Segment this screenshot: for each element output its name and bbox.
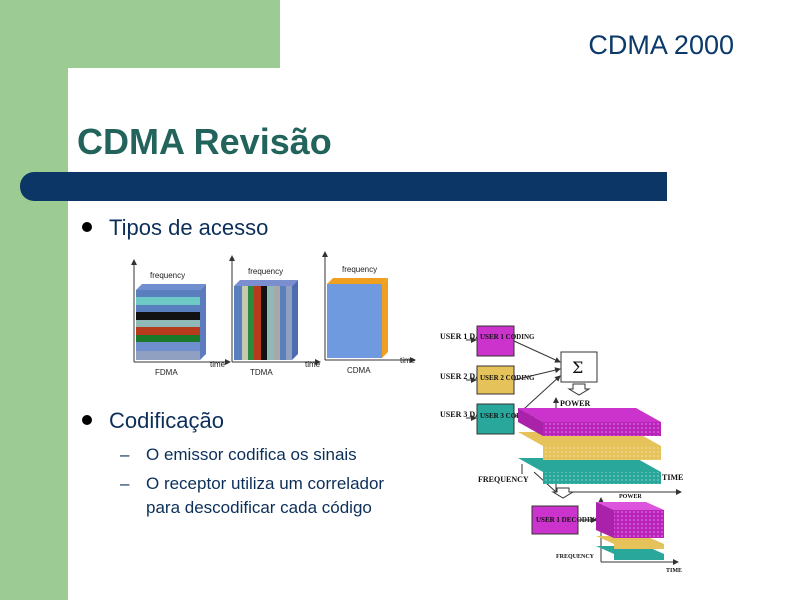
- slide-header: CDMA 2000: [588, 30, 734, 60]
- time-axis-label: time: [400, 356, 416, 365]
- access-types-diagram: frequency FDMA time frequency TDMA time: [131, 251, 416, 377]
- bullet-text: Codificação: [109, 408, 224, 433]
- bullet-text: Tipos de acesso: [109, 215, 269, 240]
- frequency-axis-label: frequency: [150, 271, 185, 280]
- bullet-dot: [82, 415, 92, 425]
- user-decoding-label: USER 1 DECODING: [536, 516, 601, 524]
- down-arrow: [551, 487, 575, 499]
- user-coding-box: [476, 403, 515, 435]
- title-bar: [20, 172, 667, 201]
- user-coding-label: USER 2 CODING: [480, 374, 535, 382]
- cdma-diagram: frequency CDMA time: [322, 251, 416, 375]
- left-green-band: [0, 0, 68, 600]
- sub-bullet-text: O receptor utiliza um correlador para de…: [146, 474, 385, 517]
- user-coding-box: [476, 325, 515, 357]
- content-corner: [68, 68, 148, 148]
- sub-bullet-item: – O receptor utiliza um correlador para …: [120, 472, 401, 520]
- bullet-item: Codificação: [82, 408, 224, 434]
- power-label: POWER: [619, 494, 642, 500]
- tdma-diagram: frequency TDMA time: [229, 255, 321, 377]
- sub-bullet-text: O emissor codifica os sinais: [146, 445, 357, 464]
- slide-title: CDMA Revisão: [77, 121, 332, 162]
- bullet-item: Tipos de acesso: [82, 215, 268, 241]
- cdma-coding-diagram: USER 1 DATA USER 2 DATA USER 3 DATA USER…: [440, 325, 683, 574]
- user-decoding-box: [531, 505, 579, 535]
- frequency-label: FREQUENCY: [478, 475, 529, 484]
- time-axis-label: time: [305, 360, 321, 369]
- sub-bullet-item: – O emissor codifica os sinais: [120, 443, 406, 467]
- frequency-axis-label: frequency: [248, 267, 283, 276]
- frequency-label: FREQUENCY: [556, 554, 595, 560]
- tdma-label: TDMA: [250, 368, 273, 377]
- bullet-dot: [82, 222, 92, 232]
- time-axis-label: time: [210, 360, 226, 369]
- top-green-band: [0, 0, 280, 68]
- down-arrow: [567, 383, 591, 396]
- fdma-label: FDMA: [155, 368, 178, 377]
- frequency-axis-label: frequency: [342, 265, 377, 274]
- sum-symbol: Σ: [572, 358, 583, 377]
- sub-bullet-dash: –: [120, 445, 130, 464]
- user-data-label: USER 1 DATA: [440, 332, 491, 341]
- user-coding-label: USER 3 CODING: [480, 412, 535, 420]
- power-label: POWER: [560, 399, 590, 408]
- fdma-diagram: frequency FDMA time: [131, 259, 231, 377]
- sub-bullet-dash: –: [120, 474, 130, 493]
- time-label: TIME: [662, 473, 683, 482]
- user-data-label: USER 2 DATA: [440, 372, 491, 381]
- sum-box: [560, 351, 598, 383]
- cdma-label: CDMA: [347, 366, 371, 375]
- user-coding-label: USER 1 CODING: [480, 333, 535, 341]
- user-data-label: USER 3 DATA: [440, 410, 491, 419]
- time-label: TIME: [666, 568, 682, 574]
